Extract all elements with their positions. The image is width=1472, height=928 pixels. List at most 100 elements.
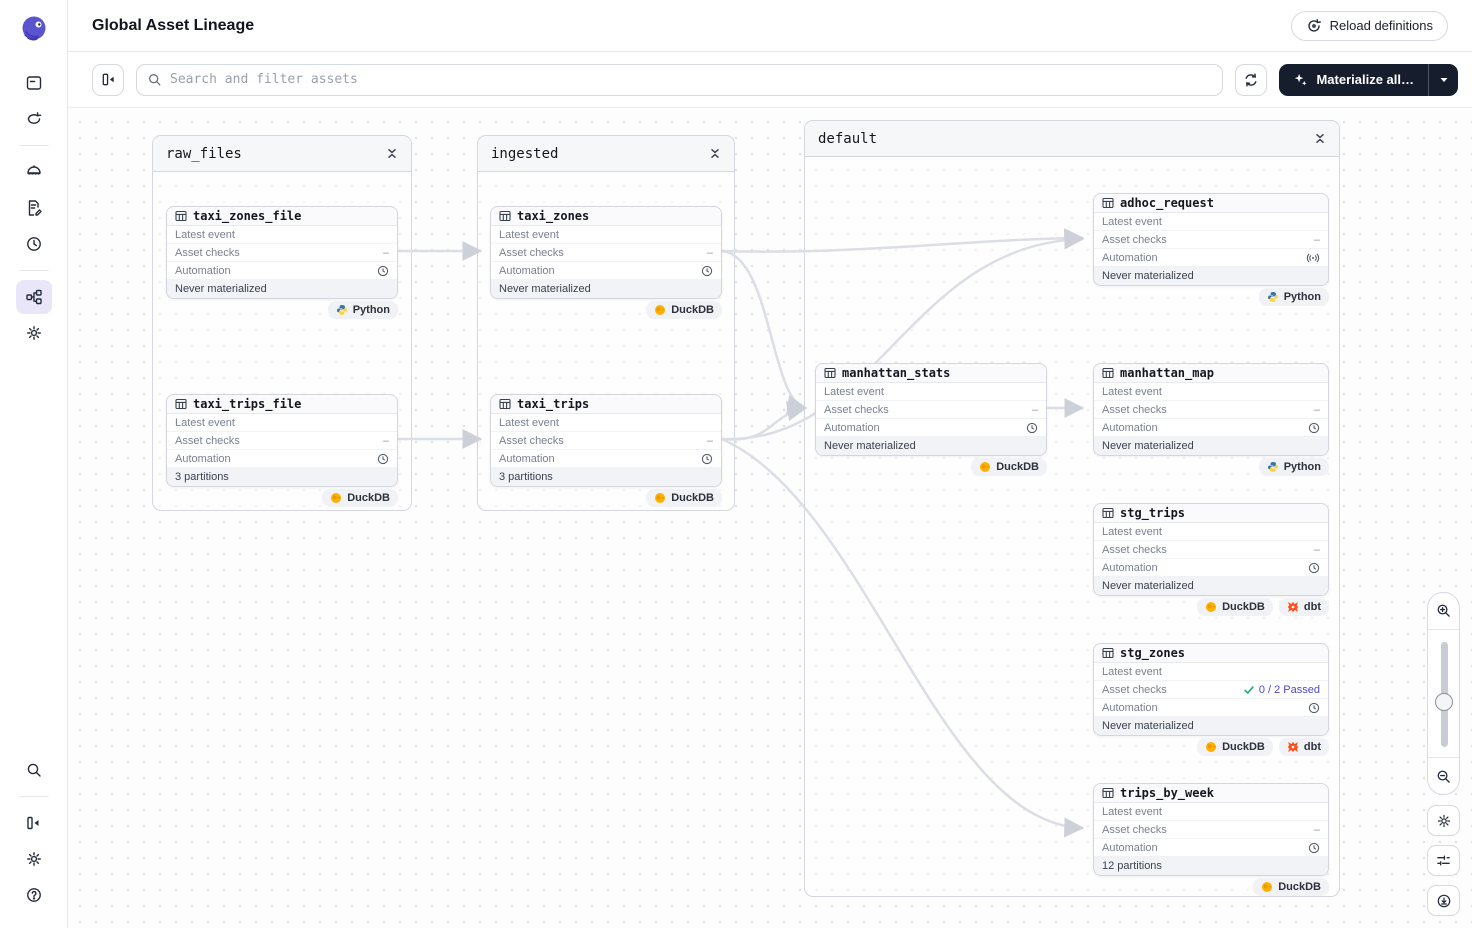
sidebar-item-jobs[interactable] [16,191,52,225]
asset-checks-value: – [1313,543,1320,556]
sidebar-item-deployment[interactable] [16,316,52,350]
tag-duckdb[interactable]: DuckDB [646,301,722,319]
zoom-slider[interactable] [1428,629,1459,758]
asset-name: taxi_trips [517,397,590,411]
asset-name: taxi_zones [517,209,590,223]
asset-node-taxi-zones[interactable]: taxi_zones Latest event Asset checks– Au… [490,206,722,299]
schedule-clock-icon [1308,702,1320,713]
schedule-clock-icon [1308,842,1320,853]
tag-python[interactable]: Python [1258,458,1329,476]
group-header-default[interactable]: default [805,121,1339,157]
tag-label: DuckDB [671,304,714,316]
duckdb-icon [655,305,666,315]
zoom-in-button[interactable] [1428,593,1459,629]
sidebar-item-search[interactable] [16,753,52,787]
asset-checks-value[interactable]: 0 / 2 Passed [1258,683,1320,696]
asset-node-stg-trips[interactable]: stg_trips Latest event Asset checks– Aut… [1093,503,1329,596]
group-header-ingested[interactable]: ingested [478,136,734,172]
asset-node-adhoc-request[interactable]: adhoc_request Latest event Asset checks–… [1093,193,1329,286]
zoom-slider-handle[interactable] [1435,693,1453,711]
row-label: Asset checks [1102,683,1167,696]
tag-dbt[interactable]: dbt [1278,738,1329,756]
zoom-out-button[interactable] [1428,758,1459,794]
table-icon [175,398,187,410]
asset-node-manhattan-map[interactable]: manhattan_map Latest event Asset checks–… [1093,363,1329,456]
tag-duckdb[interactable]: DuckDB [971,458,1047,476]
row-label: Asset checks [1102,233,1167,246]
materialization-status: Never materialized [491,280,721,298]
tag-label: DuckDB [996,461,1039,473]
automation-net-icon [26,165,41,175]
row-label: Asset checks [1102,543,1167,556]
materialize-all-button[interactable]: Materialize all… [1279,64,1428,96]
sidebar-item-automation[interactable] [16,155,52,189]
materialize-options-button[interactable] [1428,63,1458,96]
sidebar-item-expand-panel[interactable] [16,806,52,840]
panel-toggle-icon [102,73,114,86]
sidebar-item-asset-lineage[interactable] [15,280,52,314]
row-label: Latest event [175,416,235,429]
collapse-group-icon[interactable] [386,147,398,160]
python-icon [336,305,347,315]
asset-node-manhattan-stats[interactable]: manhattan_stats Latest event Asset check… [815,363,1047,456]
asset-name: manhattan_map [1120,366,1214,380]
download-graph-button[interactable] [1427,885,1460,916]
row-label: Automation [824,421,880,434]
asset-checks-value: – [1313,233,1320,246]
row-label: Asset checks [499,434,564,447]
dagster-logo-icon[interactable] [19,14,49,44]
tag-label: DuckDB [1222,601,1265,613]
tag-duckdb[interactable]: DuckDB [646,489,722,507]
tag-duckdb[interactable]: DuckDB [322,489,398,507]
tag-duckdb[interactable]: DuckDB [1197,598,1273,616]
python-icon [1267,462,1278,472]
lineage-canvas[interactable]: raw_files ingested default [68,108,1472,928]
table-icon [1102,367,1114,379]
asset-node-taxi-zones-file[interactable]: taxi_zones_file Latest event Asset check… [166,206,398,299]
tag-python[interactable]: Python [1258,288,1329,306]
materialization-status: Never materialized [816,437,1046,455]
asset-node-trips-by-week[interactable]: trips_by_week Latest event Asset checks–… [1093,783,1329,876]
table-icon [824,367,836,379]
row-label: Latest event [499,416,559,429]
graph-filters-button[interactable] [1427,845,1460,876]
tag-python[interactable]: Python [327,301,398,319]
schedule-clock-icon [377,265,389,276]
tag-duckdb[interactable]: DuckDB [1197,738,1273,756]
row-label: Latest event [824,385,884,398]
tag-label: DuckDB [347,492,390,504]
table-icon [1102,507,1114,519]
row-label: Asset checks [1102,403,1167,416]
sidebar-item-settings[interactable] [16,842,52,876]
row-label: Asset checks [175,246,240,259]
refresh-icon [1245,73,1257,86]
search-input[interactable] [170,72,1213,87]
tag-dbt[interactable]: dbt [1278,598,1329,616]
sidebar-item-schedules[interactable] [16,227,52,261]
asset-node-taxi-trips[interactable]: taxi_trips Latest event Asset checks– Au… [490,394,722,487]
asset-name: taxi_trips_file [193,397,302,411]
materialize-all-label: Materialize all… [1316,72,1414,87]
gear-icon [26,326,41,340]
table-icon [499,398,511,410]
sidebar-item-help[interactable] [16,878,52,912]
gear-icon [26,852,41,866]
refresh-button[interactable] [1235,63,1268,96]
graph-settings-button[interactable] [1427,805,1460,836]
tag-duckdb[interactable]: DuckDB [1253,878,1329,896]
materialization-status: 3 partitions [167,468,397,486]
reload-definitions-button[interactable]: Reload definitions [1290,10,1448,41]
group-header-raw-files[interactable]: raw_files [153,136,411,172]
asset-node-taxi-trips-file[interactable]: taxi_trips_file Latest event Asset check… [166,394,398,487]
lineage-graph-icon [25,289,42,305]
row-label: Latest event [1102,665,1162,678]
collapse-group-icon[interactable] [709,147,721,160]
sidebar-item-runs[interactable] [16,102,52,136]
row-label: Asset checks [499,246,564,259]
sidebar-item-overview[interactable] [16,66,52,100]
duckdb-icon [1262,882,1273,892]
tag-label: DuckDB [671,492,714,504]
collapse-group-icon[interactable] [1314,132,1326,145]
toggle-panel-button[interactable] [92,63,124,96]
